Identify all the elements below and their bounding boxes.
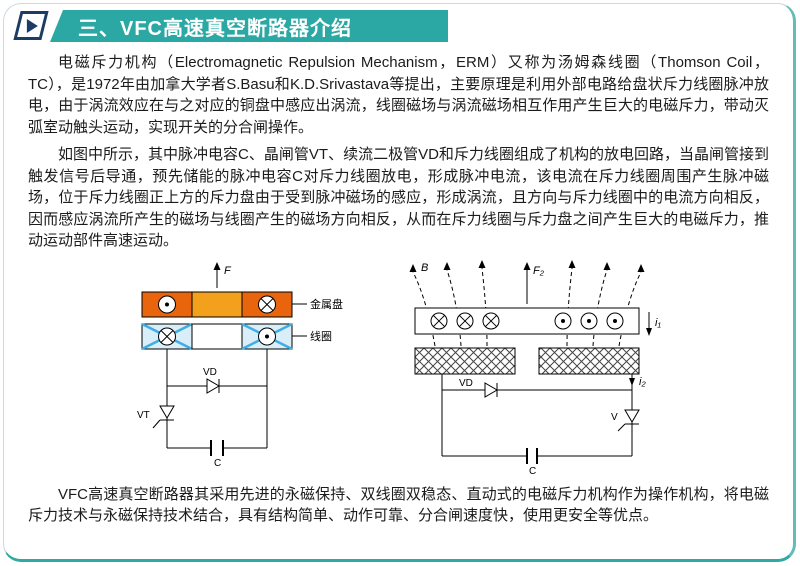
force-label: F₂ xyxy=(533,265,545,277)
diode-label: VD xyxy=(459,378,473,389)
coil-label: 线圈 xyxy=(310,329,332,343)
title-banner: 三、VFC高速真空断路器介绍 xyxy=(50,10,448,42)
diode-symbol xyxy=(206,377,220,394)
field-lines xyxy=(409,259,644,346)
metal-disk xyxy=(141,291,292,317)
right-circuit-diagram: B F₂ i₁ xyxy=(409,259,661,477)
discharge-circuit: VD VT C xyxy=(137,348,267,469)
paragraph-conclusion: VFC高速真空断路器其采用先进的永磁保持、双线圈双稳态、直动式的电磁斥力机构作为… xyxy=(28,485,769,525)
circuit-figures: F 金属盘 xyxy=(28,258,769,478)
capacitor-label: C xyxy=(529,466,536,477)
capacitor-label: C xyxy=(214,458,221,469)
repulsion-coil xyxy=(140,322,293,350)
left-circuit-diagram: F 金属盘 xyxy=(137,261,343,469)
paragraph-intro: 电磁斥力机构（Electromagnetic Repulsion Mechani… xyxy=(28,54,769,136)
disk-current-label: i₁ xyxy=(655,317,661,329)
thyristor-symbol xyxy=(158,405,175,419)
thyristor-label: VT xyxy=(137,410,150,421)
coil-cross-sections xyxy=(414,347,639,374)
paragraph-principle: 如图中所示，其中脉冲电容C、晶闸管VT、续流二极管VD和斥力线圈组成了机构的放电… xyxy=(28,146,769,249)
page-title: 三、VFC高速真空断路器介绍 xyxy=(78,17,352,40)
field-label: B xyxy=(421,262,428,274)
play-arrow-icon xyxy=(13,11,49,40)
force-label: F xyxy=(224,265,232,277)
thyristor-label: V xyxy=(611,412,618,423)
discharge-circuit: i₂ VD V C xyxy=(441,373,646,477)
thyristor-symbol xyxy=(623,409,640,423)
disk-label: 金属盘 xyxy=(310,297,343,311)
play-arrow-glyph xyxy=(26,18,38,33)
diode-label: VD xyxy=(203,367,217,378)
page-card: 三、VFC高速真空断路器介绍 电磁斥力机构（Electromagnetic Re… xyxy=(3,3,796,562)
section-header: 三、VFC高速真空断路器介绍 xyxy=(13,10,474,42)
circuit-current-label: i₂ xyxy=(639,376,646,388)
diode-symbol xyxy=(484,381,498,398)
metal-disk xyxy=(414,307,639,334)
body-content: 电磁斥力机构（Electromagnetic Repulsion Mechani… xyxy=(4,46,793,559)
